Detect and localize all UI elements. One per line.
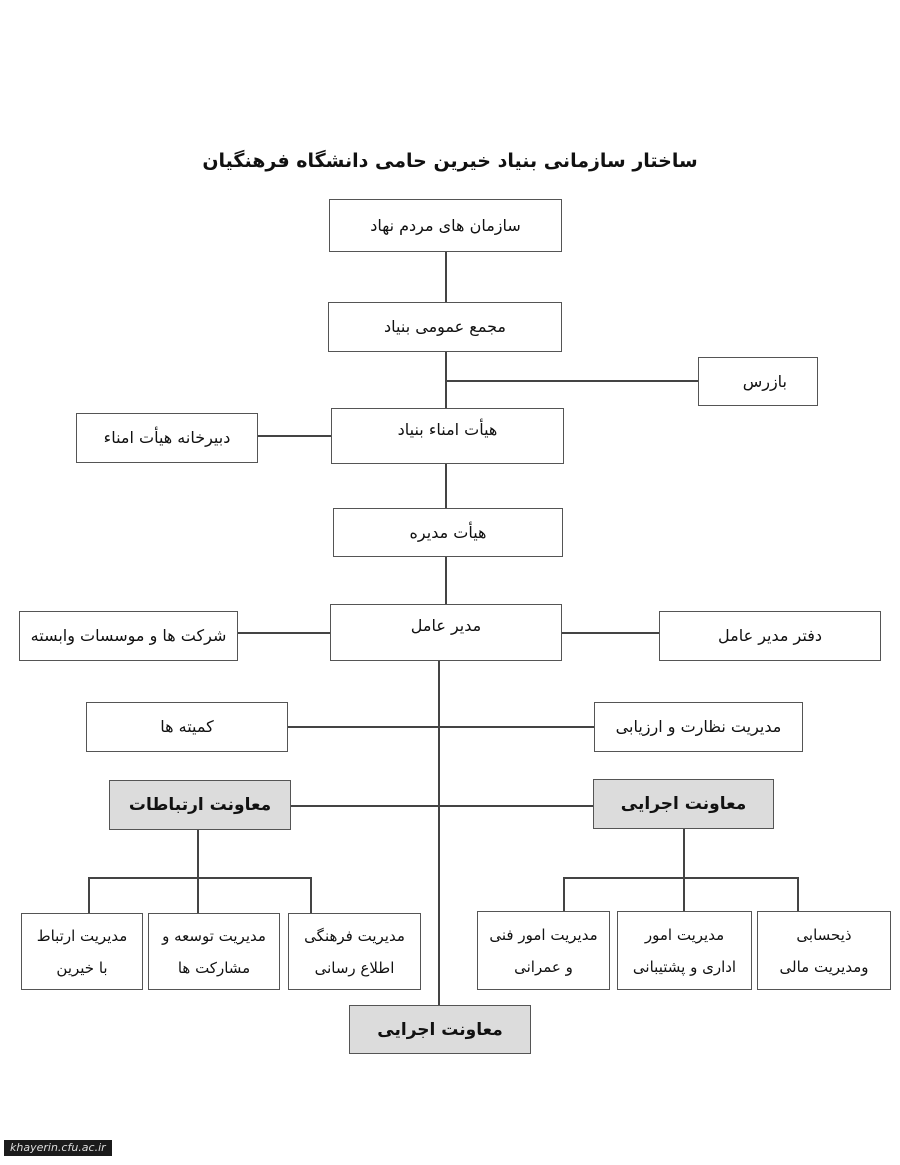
- connector-line: [563, 877, 799, 879]
- node-label: دبیرخانه هیأت امناء: [103, 428, 231, 447]
- node-board-of-trustees: هیأت امناء بنیاد: [331, 408, 564, 464]
- node-affiliated-companies: شرکت ها و موسسات وابسته: [19, 611, 238, 661]
- connector-line: [683, 877, 685, 911]
- node-general-assembly: مجمع عمومی بنیاد: [328, 302, 562, 352]
- node-label: مدیر عامل: [410, 616, 482, 635]
- node-label: هیأت امناء بنیاد: [397, 420, 498, 439]
- node-label: اداری و پشتیبانی: [632, 957, 737, 976]
- connector-line: [563, 877, 565, 911]
- node-cultural: مدیریت فرهنگی اطلاع رسانی: [288, 913, 421, 990]
- node-label: معاونت اجرایی: [377, 1019, 503, 1040]
- node-label: ذیحسابی: [796, 925, 852, 944]
- node-committees: کمیته ها: [86, 702, 288, 752]
- connector-line: [445, 252, 447, 302]
- connector-line: [197, 877, 199, 913]
- node-board-of-directors: هیأت مدیره: [333, 508, 563, 557]
- node-label: سازمان های مردم نهاد: [370, 215, 521, 235]
- node-label: مدیریت فرهنگی: [304, 926, 405, 945]
- connector-line: [438, 661, 440, 1005]
- node-ngo: سازمان های مردم نهاد: [329, 199, 562, 252]
- node-label: مشارکت ها: [177, 958, 251, 977]
- connector-line: [310, 877, 312, 913]
- node-label: مدیریت نظارت و ارزیابی: [615, 717, 782, 736]
- node-donors-relations: مدیریت ارتباط با خیرین: [21, 913, 143, 990]
- connector-line: [445, 557, 447, 604]
- connector-line: [683, 829, 685, 878]
- node-label: مدیریت امور: [644, 925, 725, 944]
- connector-line: [291, 805, 593, 807]
- node-supervision: مدیریت نظارت و ارزیابی: [594, 702, 803, 752]
- node-admin-support: مدیریت امور اداری و پشتیبانی: [617, 911, 752, 990]
- connector-line: [88, 877, 90, 913]
- node-trustees-secretariat: دبیرخانه هیأت امناء: [76, 413, 258, 463]
- node-label: مدیریت توسعه و: [162, 926, 266, 945]
- node-ceo: مدیر عامل: [330, 604, 562, 661]
- node-label: معاونت ارتباطات: [128, 795, 272, 815]
- node-finance: ذیحسابی ومدیریت مالی: [757, 911, 891, 990]
- node-bottom-executive: معاونت اجرایی: [349, 1005, 531, 1054]
- node-label: مدیریت امور فنی: [489, 925, 598, 944]
- connector-line: [446, 380, 698, 382]
- connector-line: [238, 632, 330, 634]
- node-label: مجمع عمومی بنیاد: [384, 317, 506, 336]
- connector-line: [197, 830, 199, 877]
- node-label: معاونت اجرایی: [620, 794, 747, 814]
- node-label: کمیته ها: [160, 717, 214, 736]
- connector-line: [288, 726, 594, 728]
- connector-line: [88, 877, 312, 879]
- node-communications-deputy: معاونت ارتباطات: [109, 780, 291, 830]
- connector-line: [797, 877, 799, 911]
- site-watermark: khayerin.cfu.ac.ir: [4, 1140, 112, 1156]
- node-label: و عمرانی: [514, 957, 573, 976]
- node-label: شرکت ها و موسسات وابسته: [30, 626, 227, 645]
- node-label: دفتر مدیر عامل: [718, 626, 822, 645]
- connector-line: [562, 632, 659, 634]
- chart-title: ساختار سازمانی بنیاد خیرین حامی دانشگاه …: [202, 150, 698, 172]
- node-label: مدیریت ارتباط: [36, 926, 128, 945]
- node-executive-deputy: معاونت اجرایی: [593, 779, 774, 829]
- node-label: ومدیریت مالی: [779, 957, 869, 976]
- node-label: با خیرین: [56, 958, 108, 977]
- connector-line: [258, 435, 331, 437]
- connector-line: [445, 464, 447, 508]
- node-technical: مدیریت امور فنی و عمرانی: [477, 911, 610, 990]
- node-inspector: بازرس: [698, 357, 818, 406]
- node-development: مدیریت توسعه و مشارکت ها: [148, 913, 280, 990]
- node-label: اطلاع رسانی: [314, 958, 395, 977]
- node-ceo-office: دفتر مدیر عامل: [659, 611, 881, 661]
- node-label: بازرس: [742, 371, 787, 391]
- node-label: هیأت مدیره: [409, 522, 487, 542]
